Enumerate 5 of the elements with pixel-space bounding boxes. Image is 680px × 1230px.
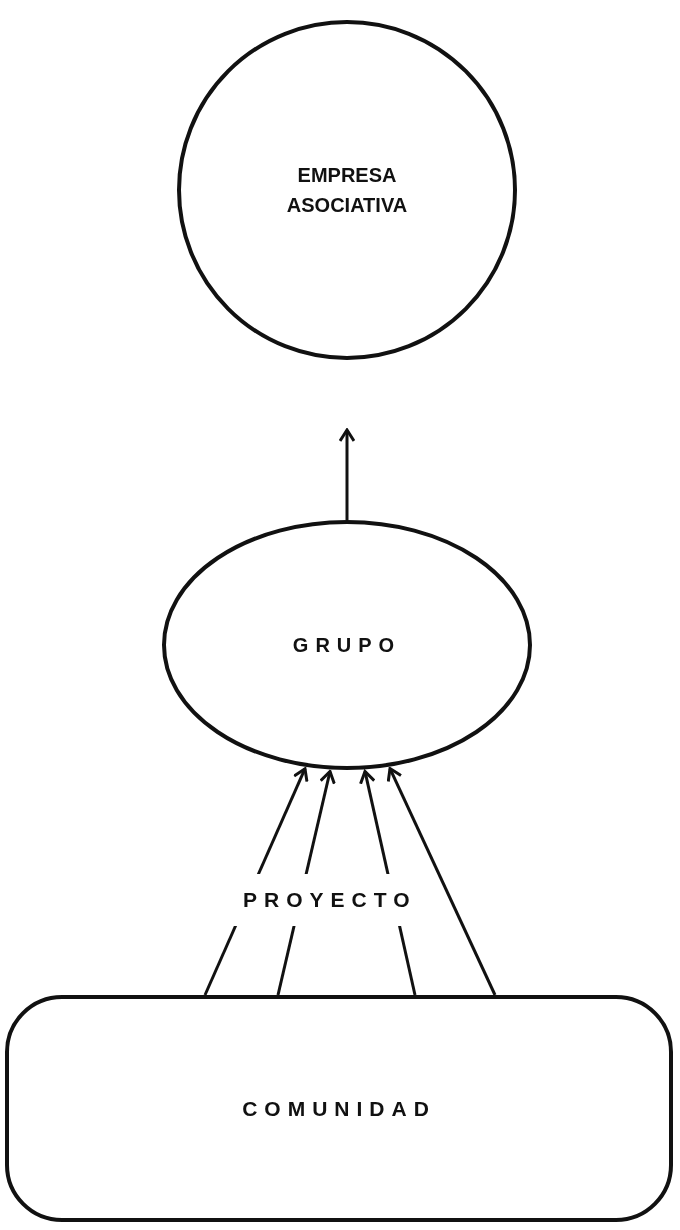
- node-label: EMPRESA ASOCIATIVA: [285, 163, 409, 218]
- node-label: GRUPO: [291, 633, 403, 658]
- arrow: [386, 767, 497, 996]
- node-label: COMUNIDAD: [241, 1095, 437, 1122]
- arrow: [338, 428, 356, 520]
